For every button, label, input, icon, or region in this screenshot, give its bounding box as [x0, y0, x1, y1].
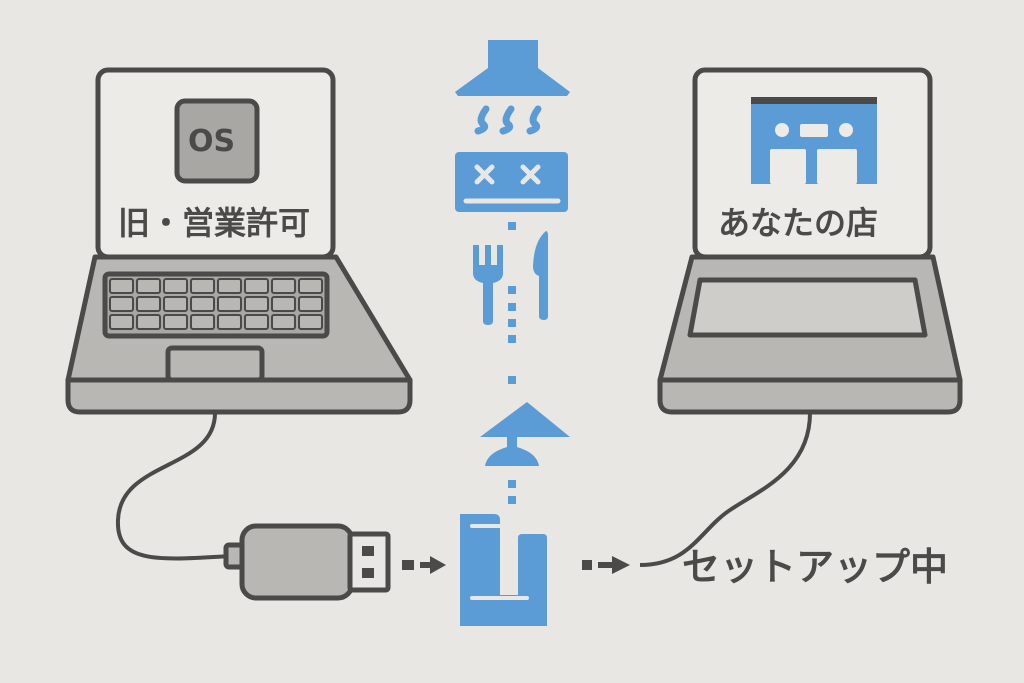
old-permit-label: 旧・営業許可 [118, 204, 311, 242]
keyboard-key [217, 278, 242, 294]
keyboard-key [298, 278, 323, 294]
setup-status-text: セットアップ中 [682, 545, 949, 589]
setup-cable [639, 412, 812, 567]
range-hood-icon [455, 40, 570, 96]
keyboard-key [136, 296, 161, 312]
connector-dot [508, 222, 516, 230]
usb-drive-icon [223, 523, 391, 601]
kitchen-counter-icon [460, 514, 547, 626]
keyboard-key [109, 314, 134, 330]
keyboard-key [109, 296, 134, 312]
keyboard-key [163, 296, 188, 312]
keyboard-key [163, 314, 188, 330]
keyboard-key [244, 296, 269, 312]
fork-knife-icon [473, 231, 548, 325]
keyboard-key [271, 296, 296, 312]
broken-stove-icon [455, 152, 568, 212]
steam-icon [474, 105, 542, 135]
keyboard-key [190, 278, 215, 294]
keyboard-key [109, 278, 134, 294]
lamp-icon [480, 402, 570, 466]
keyboard-keys [109, 278, 323, 330]
keyboard-key [271, 314, 296, 330]
keyboard-key [298, 314, 323, 330]
keyboard-key [217, 314, 242, 330]
keyboard-key [271, 278, 296, 294]
your-shop-label: あなたの店 [718, 204, 879, 242]
keyboard-key [190, 296, 215, 312]
keyboard-key [298, 296, 323, 312]
keyboard-key [244, 314, 269, 330]
keyboard-key [244, 278, 269, 294]
keyboard-key [190, 314, 215, 330]
os-badge-icon [174, 98, 260, 184]
keyboard-key [163, 278, 188, 294]
arrow-to-cable [582, 556, 630, 574]
os-badge-text: OS [188, 124, 236, 159]
usb-cable [115, 412, 233, 561]
arrow-to-kitchen [402, 556, 446, 574]
keyboard-key [136, 314, 161, 330]
shop-icon [751, 97, 877, 184]
keyboard-key [217, 296, 242, 312]
keyboard-key [136, 278, 161, 294]
